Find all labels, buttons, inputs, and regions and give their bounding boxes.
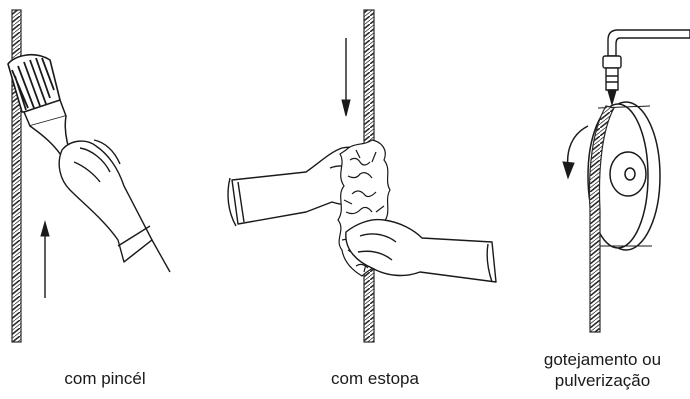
caption-drip: gotejamento ou pulverização — [520, 349, 685, 391]
caption-drip-line2: pulverização — [520, 370, 685, 391]
hand-brush — [59, 140, 170, 272]
panel-drip — [563, 30, 690, 332]
arrow-down-icon — [342, 38, 350, 116]
caption-rag: com estopa — [290, 368, 460, 389]
caption-brush: com pincél — [20, 368, 190, 389]
oiler-icon — [603, 30, 690, 104]
rotation-arrow-icon — [563, 126, 588, 178]
caption-drip-line1: gotejamento ou — [520, 349, 685, 370]
panel-rag — [228, 10, 496, 342]
arrow-up-icon — [41, 222, 49, 298]
panel-brush — [8, 10, 170, 342]
